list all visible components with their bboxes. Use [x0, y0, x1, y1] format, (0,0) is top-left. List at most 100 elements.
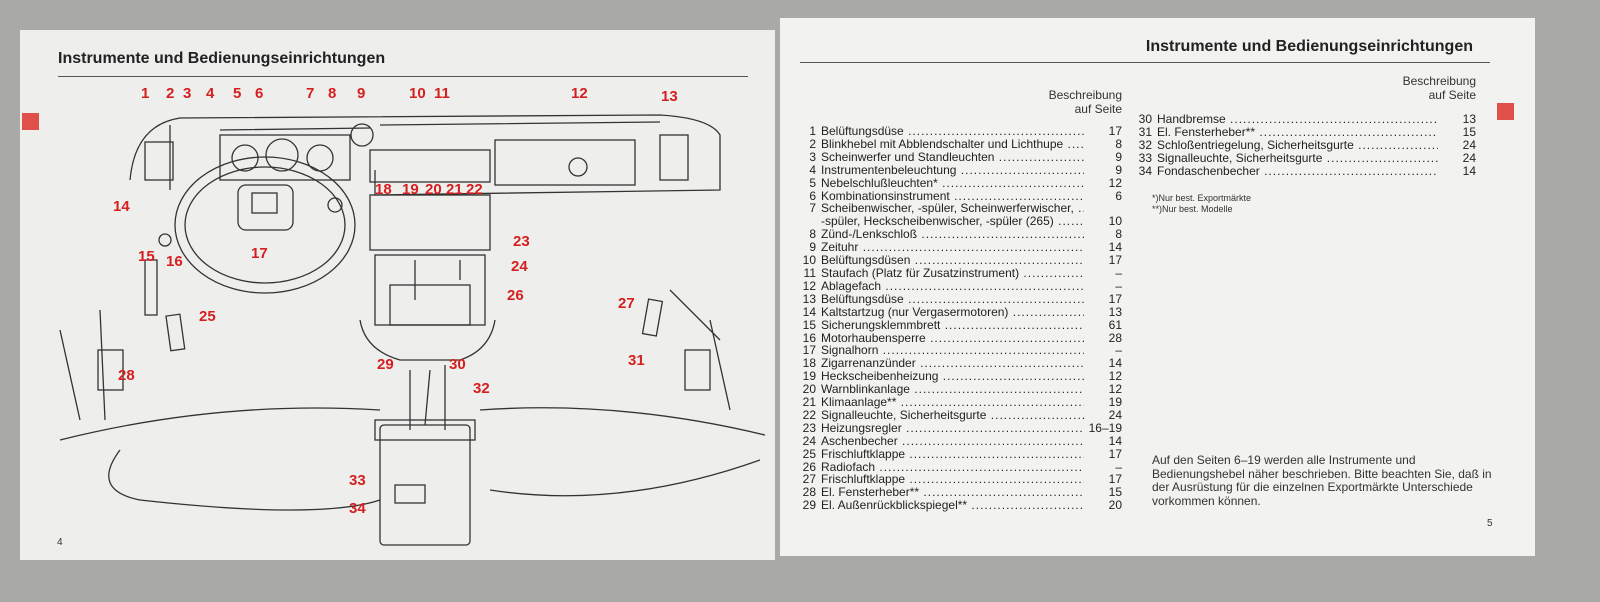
item-page: 24 [1462, 150, 1476, 165]
item-label: Belüftungsdüse [821, 125, 1084, 138]
callout-31: 31 [628, 352, 645, 369]
column-header-right: Beschreibung auf Seite [1370, 74, 1476, 102]
callout-1: 1 [141, 85, 150, 102]
list-item: 5 Nebelschlußleuchten* 12 [800, 175, 1122, 190]
item-page: 16–19 [1088, 420, 1122, 435]
callout-22: 22 [466, 181, 483, 198]
item-page: 12 [1108, 175, 1122, 190]
item-label: Belüftungsdüse [821, 293, 1084, 306]
list-item: 30 Handbremse 13 [1136, 113, 1476, 126]
item-page: 12 [1108, 369, 1122, 384]
item-page: 17 [1108, 446, 1122, 461]
item-page: 15 [1108, 485, 1122, 500]
item-page: – [1115, 278, 1122, 293]
callout-20: 20 [425, 181, 442, 198]
item-label: -spüler, Heckscheibenwischer, -spüler (2… [821, 215, 1084, 228]
page-title: Instrumente und Bedienungseinrichtungen [1145, 38, 1473, 55]
item-label: El. Außenrückblickspiegel** [821, 499, 1084, 512]
item-label: Aschenbecher [821, 435, 1084, 448]
item-label: Warnblinkanlage [821, 383, 1084, 396]
item-number: 21 [802, 395, 816, 410]
legend-list-left: 1Belüftungsdüse172Blinkhebel mit Abblend… [800, 125, 1122, 512]
item-page: – [1115, 343, 1122, 358]
callout-26: 26 [507, 287, 524, 304]
item-label: Instrumentenbeleuchtung [821, 164, 1084, 177]
item-number: 22 [802, 407, 816, 422]
callout-32: 32 [473, 380, 490, 397]
callout-16: 16 [166, 253, 183, 270]
item-number: 1 [809, 124, 816, 138]
item-page: 24 [1108, 407, 1122, 422]
column-header-left: Beschreibung auf Seite [1020, 88, 1122, 116]
list-item: 20Warnblinkanlage12 [800, 383, 1122, 396]
item-label: Scheinwerfer und Standleuchten [821, 151, 1084, 164]
item-label: Belüftungsdüsen [821, 254, 1084, 267]
item-page: 17 [1108, 291, 1122, 306]
item-number: 6 [809, 188, 816, 203]
item-label: El. Fensterheber** [1157, 126, 1438, 139]
item-label: Schloßentriegelung, Sicherheitsgurte [1157, 139, 1438, 152]
callout-4: 4 [206, 85, 215, 102]
footnote: **)Nur best. Modelle [1152, 204, 1233, 214]
item-label: Sicherungsklemmbrett [821, 319, 1084, 332]
item-label: Signalhorn [821, 344, 1084, 357]
list-item: 10Belüftungsdüsen17 [800, 254, 1122, 267]
callout-23: 23 [513, 233, 530, 250]
item-number: 30 [1138, 112, 1152, 126]
item-page: – [1115, 459, 1122, 474]
item-page: 17 [1108, 124, 1122, 138]
item-page: 13 [1462, 112, 1476, 126]
item-label: Handbremse [1157, 113, 1438, 126]
item-label: Motorhaubensperre [821, 332, 1084, 345]
item-label: Nebelschlußleuchten* [821, 177, 1084, 190]
list-item: -spüler, Heckscheibenwischer, -spüler (2… [800, 215, 1122, 228]
item-label: Blinkhebel mit Abblendschalter und Licht… [821, 138, 1084, 151]
callout-21: 21 [446, 181, 463, 198]
header-line: auf Seite [1074, 102, 1122, 116]
callout-24: 24 [511, 258, 528, 275]
item-page: 9 [1115, 162, 1122, 177]
callout-25: 25 [199, 308, 216, 325]
list-item: 23Heizungsregler16–19 [800, 420, 1122, 435]
callout-15: 15 [138, 248, 155, 265]
list-item: 18Zigarrenanzünder14 [800, 357, 1122, 370]
item-page: 8 [1115, 227, 1122, 242]
item-page: 14 [1108, 356, 1122, 371]
item-label: Kombinationsinstrument [821, 190, 1084, 203]
callout-19: 19 [402, 181, 419, 198]
item-page: 15 [1462, 124, 1476, 139]
callout-30: 30 [449, 356, 466, 373]
item-number: 14 [802, 304, 816, 319]
item-number: 34 [1138, 163, 1152, 178]
item-label: Heckscheibenheizung [821, 370, 1084, 383]
item-page: 17 [1108, 253, 1122, 268]
item-number: 32 [1138, 137, 1152, 152]
item-number: 23 [802, 420, 816, 435]
item-label: Staufach (Platz für Zusatzinstrument) [821, 267, 1084, 280]
item-number: 24 [802, 433, 816, 448]
item-page: 14 [1462, 163, 1476, 178]
page-number: 5 [1487, 518, 1493, 529]
callout-3: 3 [183, 85, 192, 102]
callout-6: 6 [255, 85, 264, 102]
item-label: Zünd-/Lenkschloß [821, 228, 1084, 241]
item-number: 33 [1138, 150, 1152, 165]
callout-27: 27 [618, 295, 635, 312]
item-number: 25 [802, 446, 816, 461]
item-number: 26 [802, 459, 816, 474]
callout-12: 12 [571, 85, 588, 102]
item-page: 9 [1115, 149, 1122, 164]
item-number: 5 [809, 175, 816, 190]
item-page: 14 [1108, 240, 1122, 255]
item-number: 12 [802, 278, 816, 293]
callout-11: 11 [434, 85, 450, 102]
page-number: 4 [57, 537, 63, 548]
callout-8: 8 [328, 85, 337, 102]
